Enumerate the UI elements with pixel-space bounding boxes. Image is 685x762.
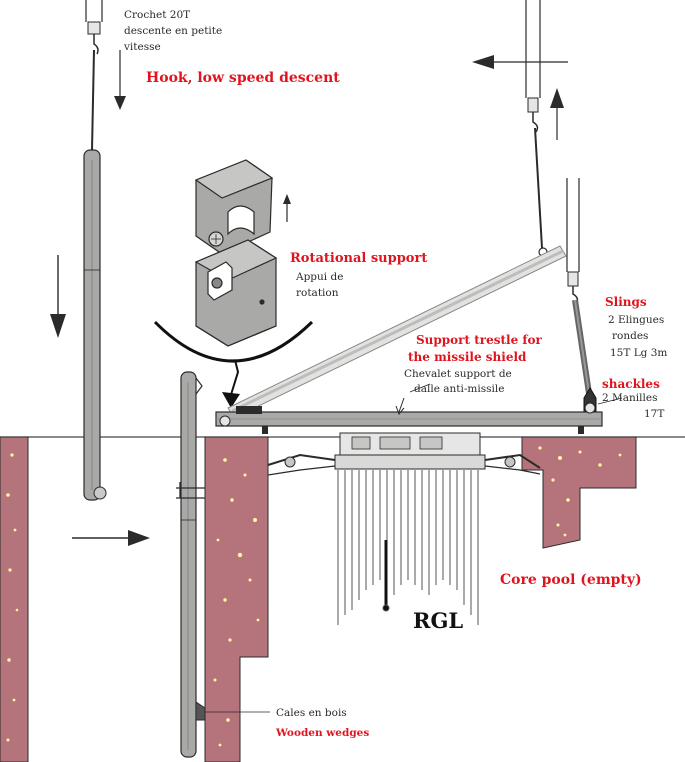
trestle-pointer [409,383,431,393]
slings-label-fr-2: rondes [612,330,648,342]
rgl-structure [267,432,541,476]
shackles-label-en: shackles [602,377,660,391]
left-crane-hook [85,0,103,151]
trestle-label-en-1: Support trestle for [416,333,543,347]
rotational-support-label-fr-2: rotation [296,287,339,299]
right-crane-hook-lower [566,178,580,305]
rotational-support-label-en: Rotational support [290,251,427,266]
block-up-arrow [283,194,291,222]
center-wall [204,436,269,762]
trestle-label-en-2: the missile shield [408,350,527,364]
right-crane-left-arrow [472,55,568,69]
rgl-rods [337,470,479,625]
hook-label-fr-1: Crochet 20T [124,9,190,21]
rgl-label: RGL [413,608,463,633]
hook-label-en: Hook, low speed descent [146,70,340,86]
right-wall [521,436,637,549]
standing-shield-plate [176,371,206,758]
concrete-walls [0,436,637,762]
right-crane-hook-upper [525,0,548,257]
rotational-support-block [194,159,278,347]
trestle-label-fr-1: Chevalet support de [404,368,512,380]
shackles-label-fr-2: 17T [644,408,664,420]
hook-label-fr-3: vitesse [123,41,161,53]
hanging-shield-plate [83,149,107,501]
slings-label-en: Slings [605,295,647,309]
left-down-arrow [50,255,66,338]
hook-descent-arrow [114,50,126,110]
wedges-label-fr: Cales en bois [276,707,347,719]
slings-label-fr-1: 2 Elingues [608,314,664,326]
trestle-label-fr-2: dalle anti-missile [414,383,504,395]
concrete-speckles [6,446,622,747]
shackles-label-fr-1: 2 Manilles [602,392,657,404]
rotation-arc [153,320,314,408]
shackles-pointer [597,397,623,405]
wedges-label-en: Wooden wedges [275,727,369,739]
rotational-support-label-fr-1: Appui de [295,271,343,283]
left-wall [0,436,29,762]
tilted-trestle [227,245,567,419]
support-trestle-beam [215,397,603,434]
slings [572,299,593,401]
hook-label-fr-2: descente en petite [124,25,222,37]
right-arrow-lower [72,530,150,546]
right-crane-up-arrow [550,88,564,140]
slings-label-fr-3: 15T Lg 3m [610,347,667,359]
core-pool-label: Core pool (empty) [500,572,642,588]
